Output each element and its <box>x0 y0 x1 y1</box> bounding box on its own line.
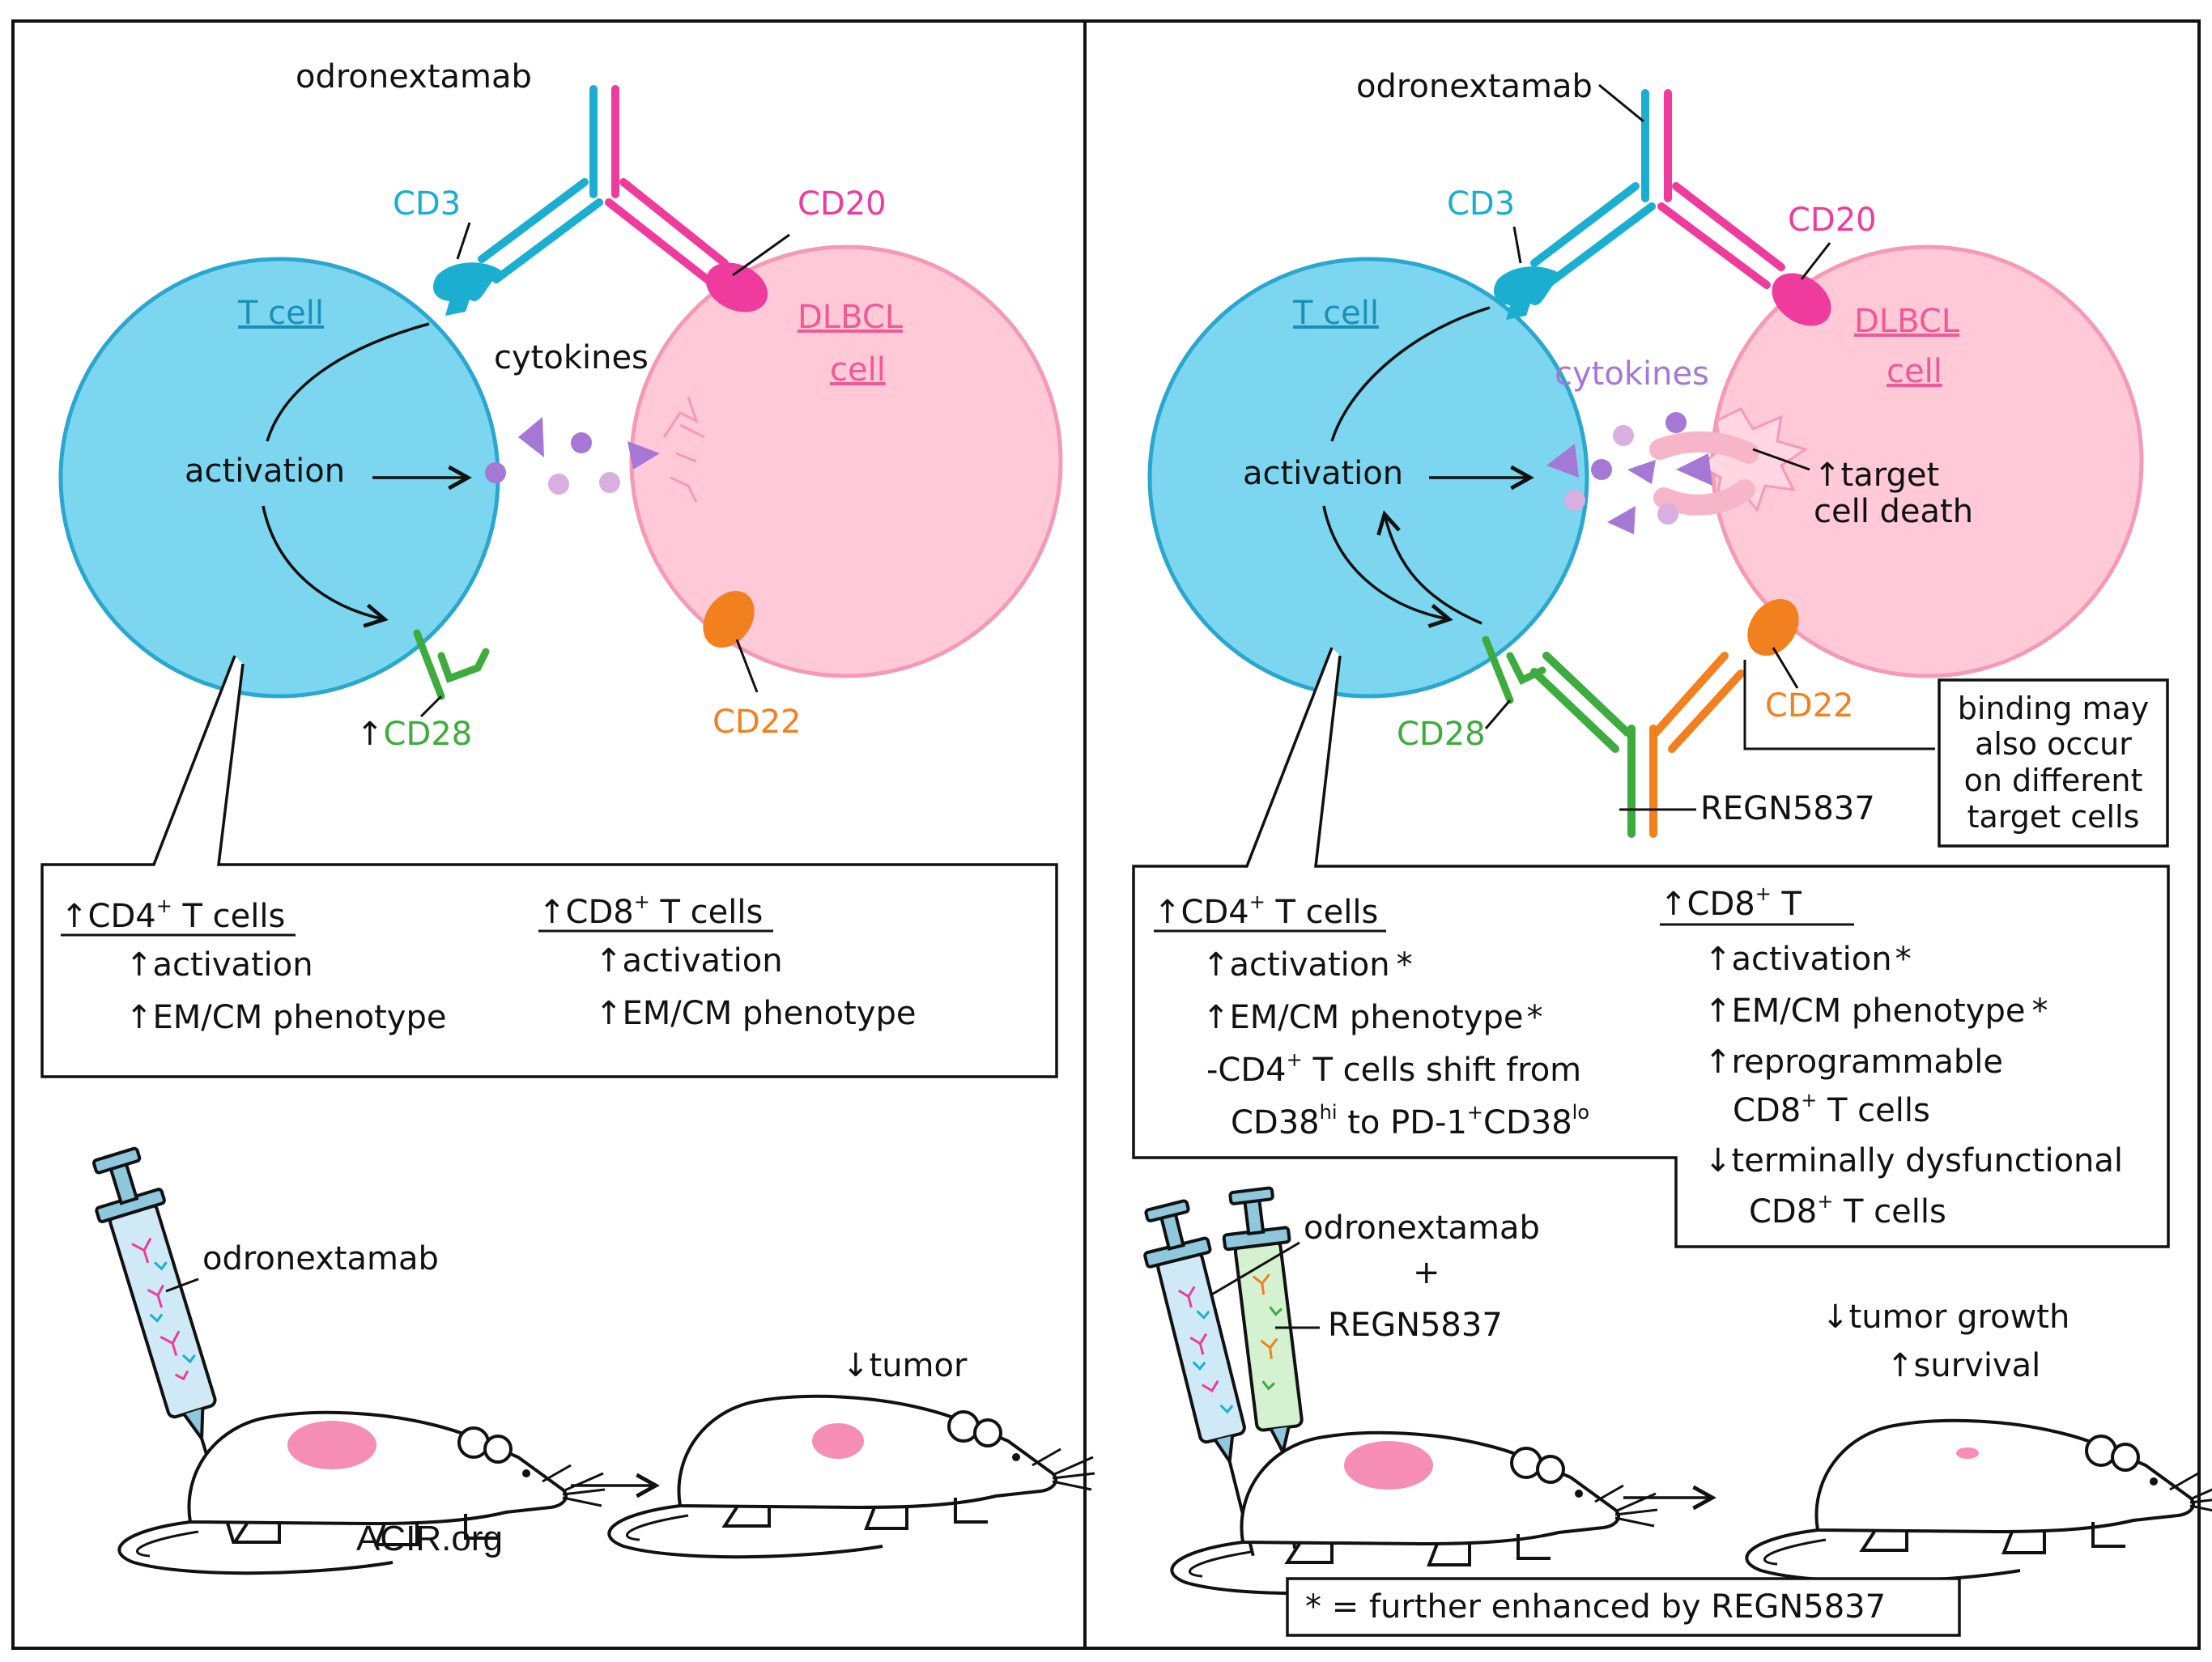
left-callout <box>40 655 1058 1078</box>
right-cytokine-dot <box>1591 459 1612 480</box>
right-syringe-regn5837 <box>1222 1186 1304 1549</box>
right-syringe-label-1: odronextamab <box>1304 1209 1540 1247</box>
right-pore <box>1649 431 1759 464</box>
right-result-label-1: ↓tumor growth <box>1822 1299 2069 1336</box>
left-cd8-heading: ↑CD8+ T cells <box>538 891 763 931</box>
left-drug-label: odronextamab <box>296 58 532 96</box>
right-odronextamab-antibody <box>1530 89 1785 289</box>
left-cd4-line-2: ↑EM/CM phenotype <box>125 999 446 1036</box>
right-activation-label: activation <box>1243 455 1403 492</box>
right-cd28-label: CD28 <box>1397 716 1486 753</box>
left-result-label: ↓tumor <box>842 1347 968 1384</box>
right-cytokine-triangle <box>1546 444 1579 478</box>
right-cd3-label: CD3 <box>1447 185 1515 223</box>
right-cd4-line-3: -CD4+ T cells shift from <box>1206 1048 1581 1089</box>
binding-note-box <box>1938 678 2169 848</box>
left-cd28-receptor <box>413 629 490 700</box>
right-cytokine-dot <box>1665 412 1687 433</box>
left-odronextamab-antibody <box>478 85 729 286</box>
right-cd4-line-2: ↑EM/CM phenotype* <box>1202 999 1542 1036</box>
left-cd20-marker <box>705 262 768 312</box>
left-cytokine-dot <box>599 472 620 493</box>
left-tcell-label: T cell <box>237 295 324 332</box>
right-mouse-after <box>1745 1418 2212 1583</box>
right-cd8-line-5: ↓terminally dysfunctional <box>1704 1142 2123 1180</box>
right-cd4-line-4: CD38hi to PD-1+CD38lo <box>1231 1101 1589 1141</box>
right-syringe-plus: + <box>1413 1254 1440 1291</box>
right-cd8-line-6: CD8+ T cells <box>1749 1190 1946 1231</box>
right-target-death-label-1: ↑target <box>1814 457 1939 494</box>
right-cd22-marker <box>1747 598 1799 657</box>
binding-note-line-3: on different <box>1964 763 2143 798</box>
left-mouse-after <box>607 1394 1096 1559</box>
right-cd20-marker <box>1772 273 1831 326</box>
acir-watermark: ACIR.org <box>356 1519 503 1558</box>
footnote-box <box>1286 1577 1961 1637</box>
left-cd28-label: ↑CD28 <box>356 716 472 753</box>
right-cd4-heading: ↑CD4+ T cells <box>1154 891 1378 931</box>
left-cytokine-dot <box>548 474 569 495</box>
right-cd3-receptor <box>1494 266 1563 320</box>
right-target-death-label-2: cell death <box>1814 493 1973 530</box>
right-cytokine-dot <box>1613 425 1634 446</box>
binding-note-line-2: also occur <box>1975 726 2132 762</box>
right-panel-frame <box>1083 19 2201 1650</box>
left-cytokine-triangle <box>518 417 544 457</box>
left-cd22-label: CD22 <box>713 703 802 741</box>
left-panel: odronextamab CD3 CD20 T cell DLBCL cell … <box>40 58 1096 1575</box>
right-cd8-line-1: ↑activation* <box>1704 941 1912 978</box>
left-cytokine-dot <box>571 432 592 453</box>
right-cytokines-label: cytokines <box>1555 355 1709 393</box>
right-drug-label: odronextamab <box>1356 68 1593 105</box>
left-cytokines-label: cytokines <box>494 339 649 376</box>
left-syringe-label: odronextamab <box>202 1240 439 1277</box>
right-cytokine-triangle <box>1607 506 1636 534</box>
left-cd3-label: CD3 <box>393 185 461 223</box>
right-callout <box>1132 647 2170 1248</box>
left-cd22-marker <box>703 590 755 648</box>
left-mouse-before <box>117 1410 607 1575</box>
left-cd4-heading: ↑CD4+ T cells <box>61 895 285 935</box>
binding-note-line-1: binding may <box>1958 691 2150 726</box>
left-membrane-damage <box>662 396 705 503</box>
left-activation-label: activation <box>185 453 345 490</box>
right-cd8-line-4: CD8+ T cells <box>1733 1089 1930 1129</box>
left-cd4-line-1: ↑activation <box>125 946 313 984</box>
footnote-text: * = further enhanced by REGN5837 <box>1305 1588 1886 1626</box>
left-cd20-label: CD20 <box>798 185 887 223</box>
right-regn-label: REGN5837 <box>1700 790 1875 827</box>
right-cd22-label: CD22 <box>1765 687 1854 725</box>
left-cytokine-triangle <box>627 441 660 470</box>
right-dlbcl-label-1: DLBCL <box>1854 303 1960 340</box>
right-regn5837-antibody <box>1530 652 1745 838</box>
right-panel: odronextamab CD3 CD20 T cell DLBCL cell … <box>1132 68 2212 1637</box>
right-dlbcl-label-2: cell <box>1887 353 1942 390</box>
right-cd8-line-2: ↑EM/CM phenotype* <box>1704 993 2048 1030</box>
right-result-label-2: ↑survival <box>1887 1347 2040 1384</box>
right-cytokine-triangle <box>1627 460 1656 484</box>
right-tcell <box>1147 257 1589 699</box>
right-cytokine-dot <box>1564 490 1585 511</box>
left-cd3-receptor <box>433 262 502 316</box>
left-syringe <box>92 1146 236 1544</box>
right-cd20-label: CD20 <box>1788 202 1877 239</box>
left-cd8-line-2: ↑EM/CM phenotype <box>595 995 916 1032</box>
left-cytokine-dot <box>485 462 506 483</box>
binding-note-line-4: target cells <box>1967 799 2140 835</box>
right-pore <box>1653 479 1755 516</box>
right-cd8-heading: ↑CD8+ T <box>1660 882 1802 923</box>
left-cd8-line-1: ↑activation <box>595 942 783 980</box>
right-cytokine-triangle <box>1676 453 1712 486</box>
right-tcell-label: T cell <box>1292 295 1379 332</box>
right-cd8-line-3: ↑reprogrammable <box>1704 1044 2003 1081</box>
left-dlbcl-label-1: DLBCL <box>798 299 904 336</box>
right-cytokine-dot <box>1657 504 1678 525</box>
right-cd4-line-1: ↑activation* <box>1202 946 1413 984</box>
left-dlbcl-label-2: cell <box>830 351 886 389</box>
right-mouse-before <box>1170 1430 1659 1596</box>
right-syringe-odronextamab <box>1143 1199 1255 1557</box>
right-syringe-label-2: REGN5837 <box>1328 1307 1503 1344</box>
